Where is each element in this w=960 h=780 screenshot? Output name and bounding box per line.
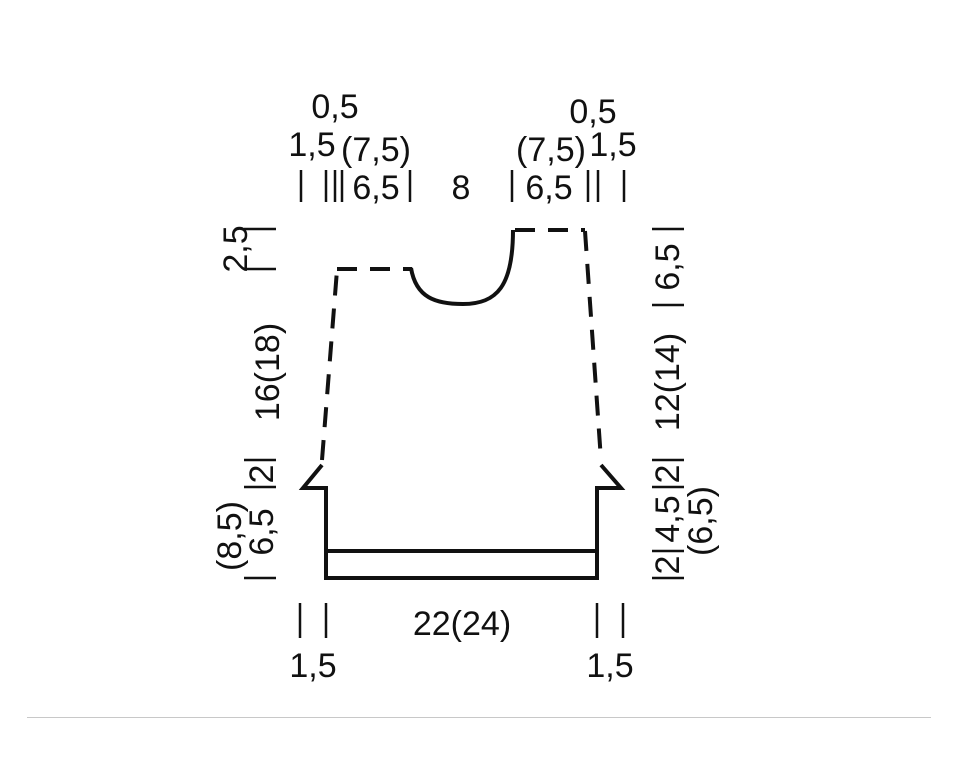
right-armhole-line: [583, 230, 603, 461]
top-left-edge-label: 1,5: [288, 126, 335, 164]
body-outline: [298, 463, 626, 580]
bottom-width-label: 22(24): [413, 605, 511, 643]
right-lower-height-label: 4,5: [649, 495, 687, 542]
garment-outline: [298, 228, 626, 580]
left-lower-height-label: 6,5: [243, 508, 281, 555]
left-lower-height-alt-label: (8,5): [211, 501, 249, 571]
footer-divider: [27, 717, 931, 718]
right-rib-height-label: 2: [649, 556, 687, 575]
bottom-left-edge-label: 1,5: [289, 647, 336, 685]
top-right-shoulder-alt-label: (7,5): [516, 131, 586, 169]
left-shoulder-height-label: 2,5: [217, 225, 255, 272]
top-left-shoulder-label: 6,5: [352, 169, 399, 207]
top-right-edge-label: 1,5: [589, 126, 636, 164]
top-right-shoulder-label: 6,5: [525, 169, 572, 207]
right-neck-depth-label: 6,5: [649, 243, 687, 290]
top-left-neck-edge-label: 0,5: [311, 88, 358, 126]
left-armhole-height-label: 16(18): [249, 323, 287, 421]
neckline-curve: [409, 229, 515, 307]
top-left-shoulder-alt-label: (7,5): [341, 131, 411, 169]
right-lower-height-alt-label: (6,5): [682, 486, 720, 556]
left-armhole-line: [320, 269, 339, 461]
left-step-label: 2: [243, 465, 281, 484]
right-step-label: 2: [649, 465, 687, 484]
measurement-ticks: [244, 170, 684, 638]
bottom-right-edge-label: 1,5: [586, 647, 633, 685]
top-right-neck-edge-label: 0,5: [569, 93, 616, 131]
top-neck-width-label: 8: [452, 169, 471, 207]
right-armhole-height-label: 12(14): [649, 333, 687, 431]
